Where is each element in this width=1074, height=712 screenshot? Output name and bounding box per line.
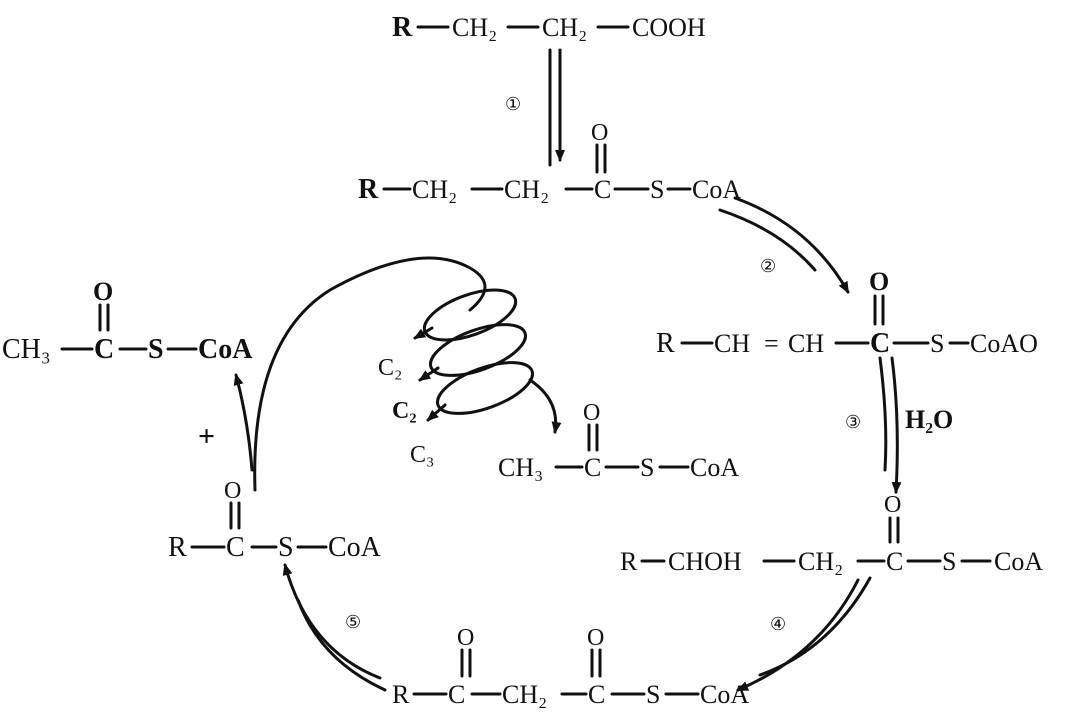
spiral-exit-arrow bbox=[528, 378, 562, 434]
spiral-loop-2 bbox=[429, 323, 527, 377]
acetyl-coa-left-c: C bbox=[94, 334, 114, 365]
fatty-acid-cooh: COOH bbox=[632, 13, 706, 42]
step-5: ⑤ bbox=[282, 563, 387, 692]
hydroxyacyl-coa-choh: CHOH bbox=[668, 547, 742, 576]
acyl-coa-o: O bbox=[591, 120, 608, 146]
acetyl-release-arrow bbox=[233, 373, 254, 472]
hydroxyacyl-coa: R CHOH CH₂ C O S CoA bbox=[620, 492, 1043, 576]
acetyl-coa-center-c: C bbox=[584, 453, 601, 482]
acetyl-coa-left-ch3: CH₃ bbox=[2, 334, 51, 365]
step-5-arrow bbox=[282, 563, 382, 680]
acetyl-coa-center: CH₃ C O S CoA bbox=[498, 400, 739, 482]
ketoacyl-coa-c1: C bbox=[448, 680, 465, 709]
enoyl-coa-double: = bbox=[764, 329, 779, 358]
step-4: ④ bbox=[736, 576, 872, 692]
shortened-acyl-coa: R C O S CoA bbox=[168, 478, 382, 563]
hydroxyacyl-coa-c: C bbox=[886, 547, 903, 576]
c-unit-label-1: C₂ bbox=[378, 355, 402, 381]
c-unit-label-2: C₂ bbox=[392, 398, 417, 424]
ketoacyl-coa-s: S bbox=[646, 680, 660, 709]
enoyl-coa-s: S bbox=[930, 329, 944, 358]
enoyl-coa-ch-2: CH bbox=[788, 329, 824, 358]
acetyl-coa-left: CH₃ C O S CoA bbox=[2, 277, 253, 365]
water-label: H₂O bbox=[905, 405, 953, 434]
spiral-loop-1 bbox=[422, 288, 518, 342]
spiral bbox=[413, 288, 562, 434]
step-2-arrow bbox=[733, 196, 850, 294]
acyl-coa-r: R bbox=[358, 174, 379, 205]
shortened-acyl-coa-coa: CoA bbox=[328, 532, 382, 563]
enoyl-coa-o: O bbox=[869, 267, 889, 296]
hydroxyacyl-coa-s: S bbox=[942, 547, 956, 576]
ketoacyl-coa-c2: C bbox=[588, 680, 605, 709]
acetyl-coa-left-o: O bbox=[93, 277, 113, 306]
enoyl-coa-coao: CoAO bbox=[970, 329, 1038, 358]
spiral-arrow-1 bbox=[413, 326, 434, 340]
step-3-arrow bbox=[890, 356, 902, 494]
enoyl-coa-ch-1: CH bbox=[714, 329, 750, 358]
ketoacyl-coa-o2: O bbox=[587, 625, 604, 651]
acyl-coa-ch2-1: CH₂ bbox=[412, 175, 457, 204]
spiral-loop-3 bbox=[436, 361, 534, 415]
step-3: ③ H₂O bbox=[845, 356, 953, 494]
ketoacyl-coa: R C O CH₂ C O S CoA bbox=[392, 625, 749, 709]
step-4-arrow bbox=[736, 578, 860, 692]
fatty-acid: R CH₂ CH₂ COOH bbox=[392, 12, 706, 43]
acetyl-coa-left-coa: CoA bbox=[198, 334, 253, 365]
step-5-label: ⑤ bbox=[345, 612, 361, 633]
acetyl-coa-left-s: S bbox=[148, 334, 164, 365]
step-1-label: ① bbox=[505, 94, 521, 115]
cycle-return-arrow bbox=[233, 256, 487, 492]
step-4-label: ④ bbox=[770, 614, 786, 635]
step-2-line bbox=[718, 208, 817, 272]
shortened-acyl-coa-r: R bbox=[168, 532, 187, 563]
shortened-acyl-coa-o: O bbox=[224, 478, 241, 504]
cycle-return-path bbox=[253, 256, 487, 492]
acetyl-coa-center-ch3: CH₃ bbox=[498, 453, 543, 482]
fatty-acid-ch2-2: CH₂ bbox=[542, 13, 587, 42]
acyl-coa-coa: CoA bbox=[692, 175, 741, 204]
acetyl-coa-center-s: S bbox=[640, 453, 654, 482]
step-4-line bbox=[758, 576, 872, 677]
step-2: ② bbox=[718, 196, 850, 294]
acetyl-coa-center-coa: CoA bbox=[690, 453, 739, 482]
acyl-coa-s: S bbox=[650, 175, 664, 204]
ketoacyl-coa-ch2: CH₂ bbox=[502, 680, 547, 709]
step-3-label: ③ bbox=[845, 412, 861, 433]
hydroxyacyl-coa-o: O bbox=[884, 492, 901, 518]
acetyl-coa-center-o: O bbox=[583, 400, 600, 426]
acyl-coa-ch2-2: CH₂ bbox=[504, 175, 549, 204]
step-3-line bbox=[878, 356, 888, 472]
hydroxyacyl-coa-ch2: CH₂ bbox=[798, 547, 843, 576]
shortened-acyl-coa-c: C bbox=[226, 532, 245, 563]
acyl-coa-c: C bbox=[594, 175, 611, 204]
enoyl-coa-r: R bbox=[656, 328, 675, 359]
step-5-line bbox=[296, 598, 387, 692]
spiral-arrow-3 bbox=[426, 403, 447, 422]
ketoacyl-coa-o1: O bbox=[457, 625, 474, 651]
enoyl-coa: R CH = CH C O S CoAO bbox=[656, 267, 1038, 359]
step-1: ① bbox=[505, 48, 565, 167]
plus-sign: + bbox=[198, 420, 215, 453]
acyl-coa: R CH₂ CH₂ C O S CoA bbox=[358, 120, 741, 205]
ketoacyl-coa-coa: CoA bbox=[700, 680, 749, 709]
ketoacyl-coa-r: R bbox=[392, 680, 410, 709]
enoyl-coa-c: C bbox=[870, 328, 890, 359]
step-2-label: ② bbox=[760, 256, 776, 277]
spiral-arrow-2 bbox=[418, 366, 440, 382]
hydroxyacyl-coa-coa: CoA bbox=[994, 547, 1043, 576]
fatty-acid-r: R bbox=[392, 12, 413, 43]
shortened-acyl-coa-s: S bbox=[278, 532, 294, 563]
fatty-acid-ch2-1: CH₂ bbox=[452, 13, 497, 42]
c-unit-label-3: C₃ bbox=[410, 442, 434, 468]
hydroxyacyl-coa-r: R bbox=[620, 547, 638, 576]
